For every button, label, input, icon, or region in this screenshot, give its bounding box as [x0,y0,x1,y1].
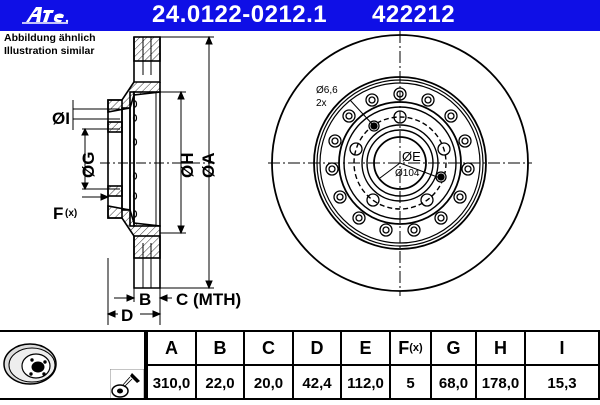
svg-text:ØI: ØI [52,109,70,128]
col-header-g: G [430,332,475,366]
dimensions-table: A B C D E F(x) G H I 310,0 22,0 20,0 42,… [0,330,600,400]
col-header-i: I [524,332,600,366]
front-view: Ø6,6 2x ØE Ø104 [268,31,532,296]
value-h: 178,0 [475,366,524,400]
col-header-d: D [292,332,340,366]
svg-text:ØH: ØH [178,153,197,179]
svg-text:ØG: ØG [79,152,98,178]
svg-text:B: B [139,290,151,309]
svg-text:(x): (x) [65,208,77,219]
ate-logo-icon [22,7,69,24]
part-number: 24.0122-0212.1 [152,1,328,28]
technical-drawing: ØI ØG ØH ØA F (x) B C (MTH) D [52,31,532,325]
value-c: 20,0 [243,366,292,400]
value-i: 15,3 [524,366,600,400]
note-english: Illustration similar [4,45,95,57]
value-d: 42,4 [292,366,340,400]
col-header-h: H [475,332,524,366]
value-a: 310,0 [146,366,195,400]
svg-text:Ø104: Ø104 [395,168,420,179]
value-b: 22,0 [195,366,243,400]
col-header-a: A [146,332,195,366]
value-f: 5 [389,366,430,400]
svg-text:ØA: ØA [199,153,218,179]
value-g: 68,0 [430,366,475,400]
brake-disc-illustration [3,343,57,385]
header-bar: 24.0122-0212.1 422212 [0,0,600,31]
svg-text:D: D [121,306,133,325]
svg-text:C (MTH): C (MTH) [176,290,241,309]
svg-text:Ø6,6: Ø6,6 [316,85,338,96]
col-header-b: B [195,332,243,366]
col-header-f: F(x) [389,332,430,366]
spray-can-icon [110,369,144,399]
side-view: ØI ØG ØH ØA F (x) B C (MTH) D [52,35,241,325]
svg-text:2x: 2x [316,98,327,109]
svg-text:F: F [53,204,63,223]
reference-number: 422212 [372,1,456,28]
col-header-c: C [243,332,292,366]
table-bottom-border [0,398,600,400]
note-german: Abbildung ähnlich [4,32,96,44]
value-e: 112,0 [340,366,389,400]
svg-text:ØE: ØE [402,149,421,164]
illustration-note: Abbildung ähnlich Illustration similar [4,32,96,58]
col-header-e: E [340,332,389,366]
product-image-cell [0,332,146,400]
